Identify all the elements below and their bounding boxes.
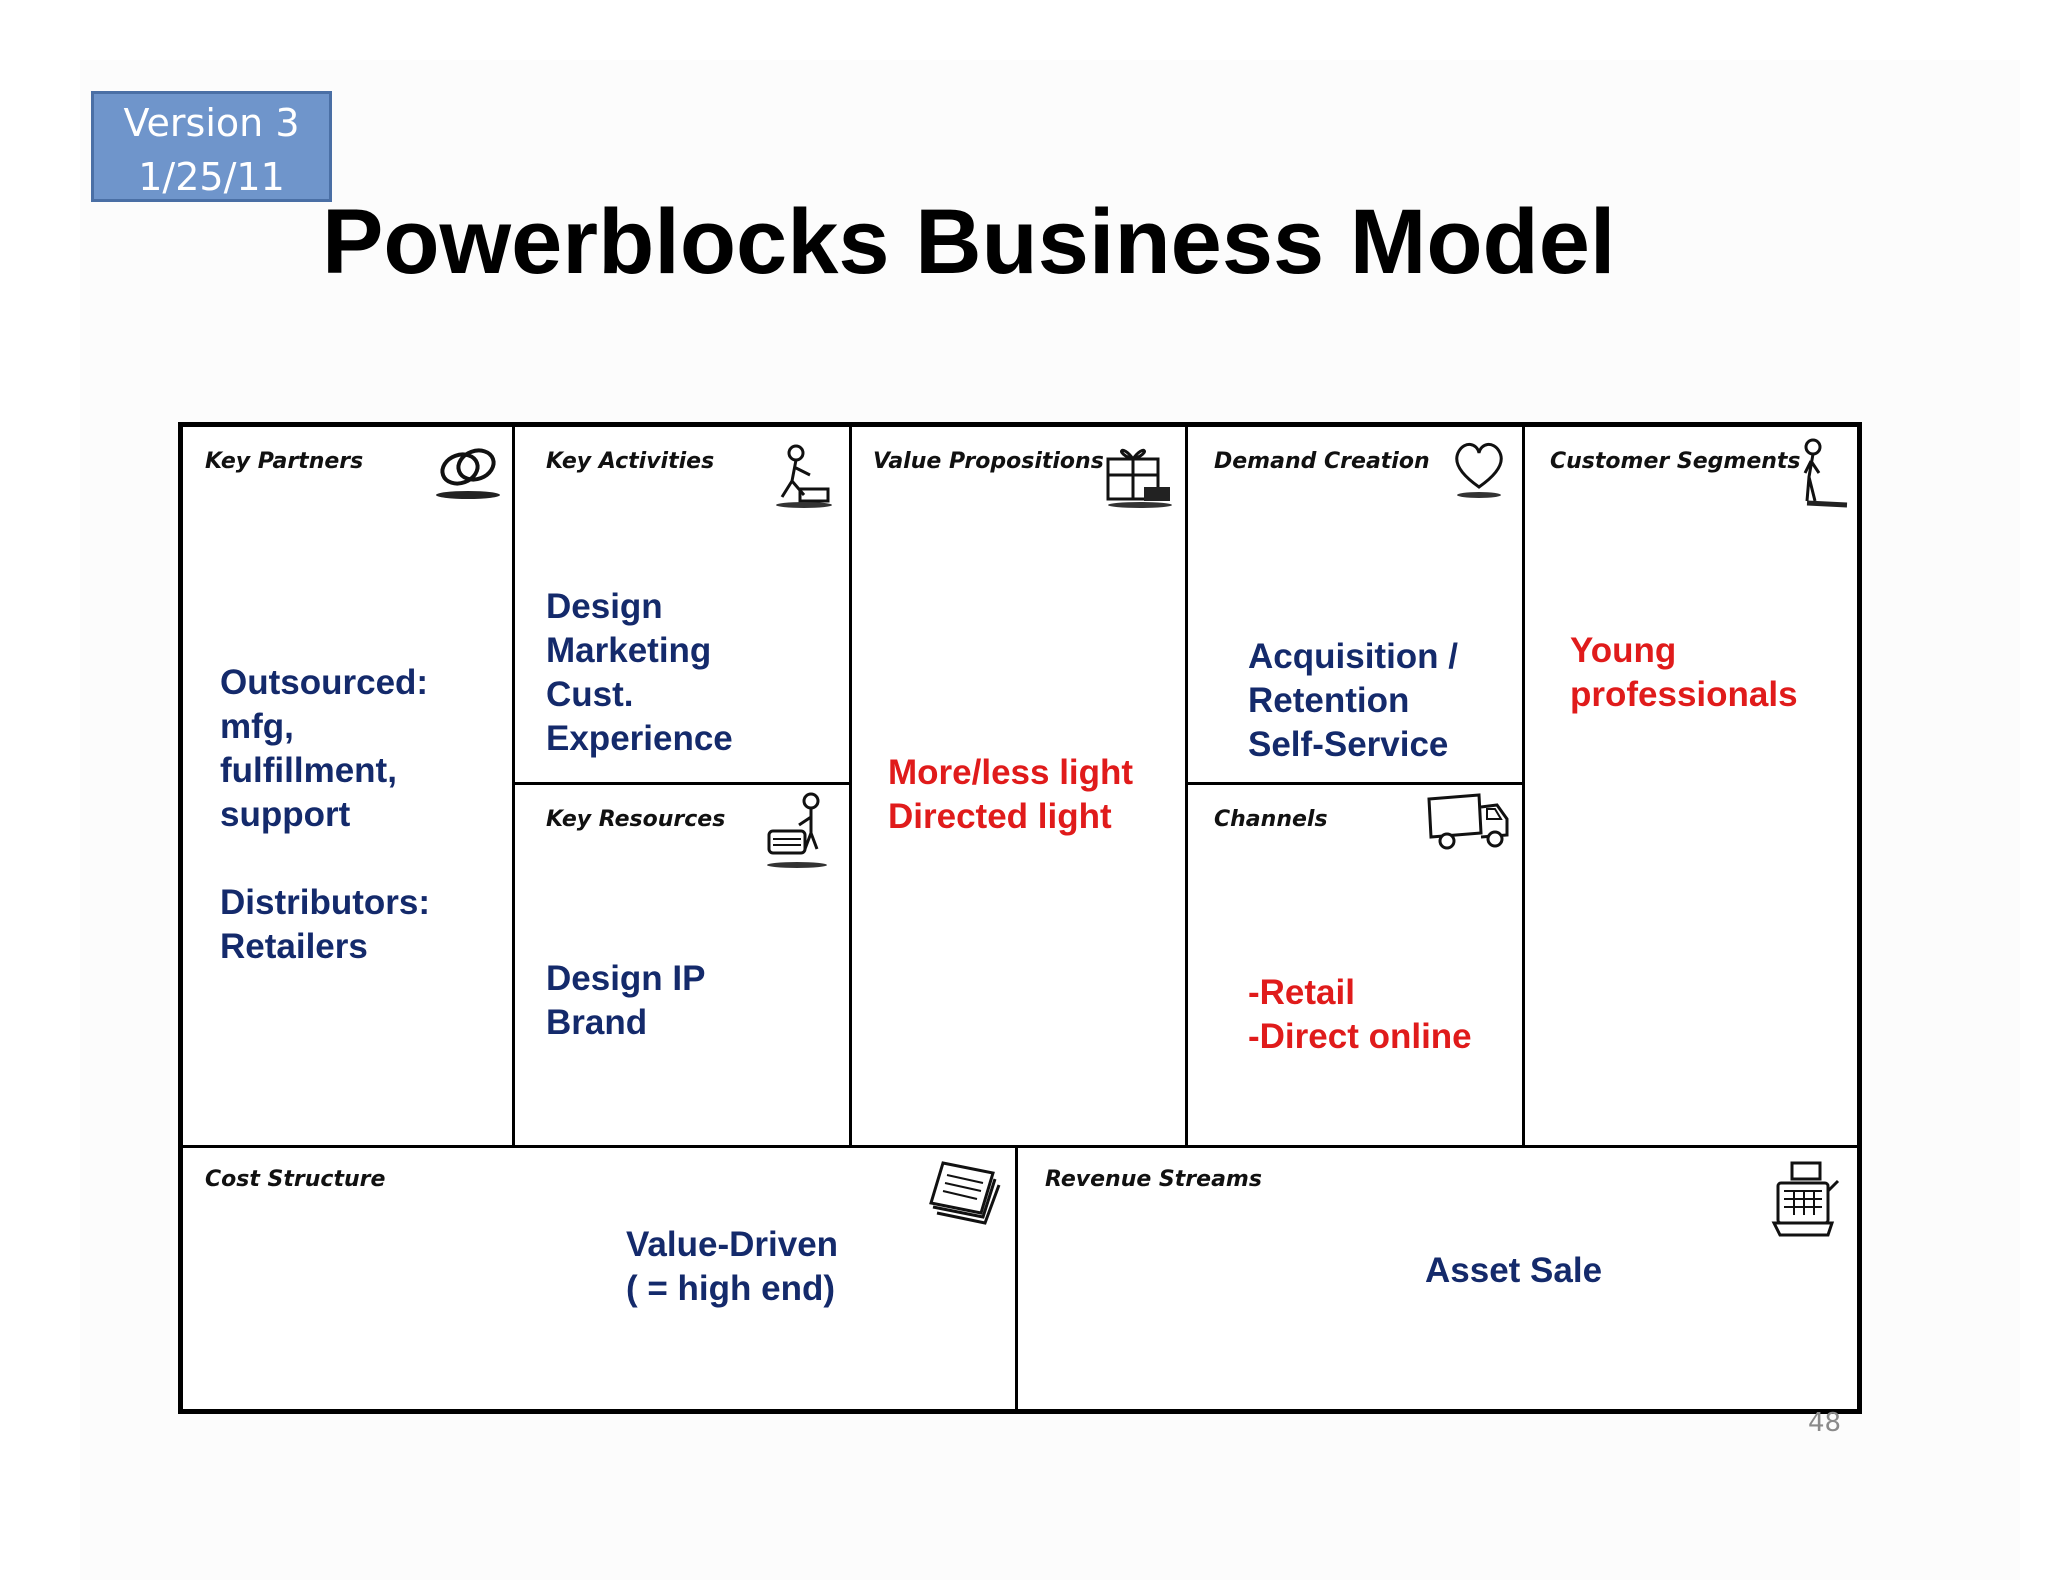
cash-register-icon [1771, 1161, 1840, 1237]
key-resources-text: Design IP Brand [546, 957, 705, 1045]
divider [1522, 427, 1525, 1147]
heart-icon [1455, 443, 1503, 498]
text-line: -Direct online [1248, 1017, 1472, 1056]
divider [849, 427, 852, 1147]
worker-icon [776, 444, 832, 508]
standing-person-icon [1803, 438, 1848, 508]
text-line: More/less light [888, 753, 1134, 792]
text-line: Retention [1248, 681, 1410, 720]
text-line: Marketing [546, 631, 712, 670]
page-title: Powerblocks Business Model [322, 191, 1616, 293]
divider [1185, 427, 1188, 1147]
channels-text: -Retail -Direct online [1248, 971, 1472, 1059]
text-line: Young [1570, 631, 1677, 670]
text-line: support [220, 795, 351, 834]
text-line: Asset Sale [1425, 1251, 1603, 1290]
key-activities-text: Design Marketing Cust. Experience [546, 585, 733, 761]
divider [512, 427, 515, 1147]
channels-label: Channels [1214, 807, 1328, 832]
divider [1185, 782, 1525, 785]
demand-creation-label: Demand Creation [1214, 449, 1430, 474]
customer-segments-text: Young professionals [1570, 629, 1798, 717]
key-partners-label: Key Partners [205, 449, 364, 474]
page-number: 48 [1808, 1408, 1842, 1438]
text-line: Design [546, 587, 663, 626]
version-badge: Version 3 1/25/11 [91, 91, 332, 202]
text-line: Brand [546, 1003, 648, 1042]
divider [1015, 1145, 1018, 1409]
paper-stack-icon [929, 1161, 1001, 1225]
version-label: Version 3 [123, 101, 300, 145]
key-activities-label: Key Activities [546, 449, 715, 474]
key-partners-text: Outsourced: mfg, fulfillment, support Di… [220, 661, 430, 969]
gift-box-icon [1106, 448, 1172, 508]
value-propositions-label: Value Propositions [873, 449, 1104, 474]
text-line: professionals [1570, 675, 1798, 714]
text-line: Acquisition / [1248, 637, 1458, 676]
revenue-streams-text: Asset Sale [1425, 1249, 1602, 1293]
text-line: fulfillment, [220, 751, 397, 790]
text-line [220, 837, 430, 881]
truck-icon [1427, 793, 1509, 850]
chain-links-icon [436, 448, 500, 499]
customer-segments-label: Customer Segments [1550, 449, 1801, 474]
text-line: Directed light [888, 797, 1112, 836]
text-line: Design IP [546, 959, 706, 998]
revenue-streams-label: Revenue Streams [1045, 1167, 1262, 1192]
value-propositions-text: More/less light Directed light [888, 751, 1133, 839]
text-line: Retailers [220, 927, 368, 966]
demand-creation-text: Acquisition / Retention Self-Service [1248, 635, 1458, 767]
text-line: Self-Service [1248, 725, 1449, 764]
text-line: -Retail [1248, 973, 1355, 1012]
text-line: Outsourced: [220, 663, 429, 702]
version-date: 1/25/11 [138, 155, 285, 199]
text-line: ( = high end) [626, 1269, 836, 1308]
text-line: mfg, [220, 707, 294, 746]
person-with-machine-icon [767, 792, 827, 868]
key-resources-label: Key Resources [546, 807, 726, 832]
divider [183, 1145, 1857, 1148]
cost-structure-label: Cost Structure [205, 1167, 386, 1192]
divider [512, 782, 852, 785]
text-line: Value-Driven [626, 1225, 839, 1264]
text-line: Cust. [546, 675, 634, 714]
text-line: Experience [546, 719, 733, 758]
cost-structure-text: Value-Driven ( = high end) [626, 1223, 838, 1311]
business-model-canvas: Key Partners Outsourced: mfg, fulfillmen… [178, 422, 1862, 1414]
text-line: Distributors: [220, 883, 430, 922]
